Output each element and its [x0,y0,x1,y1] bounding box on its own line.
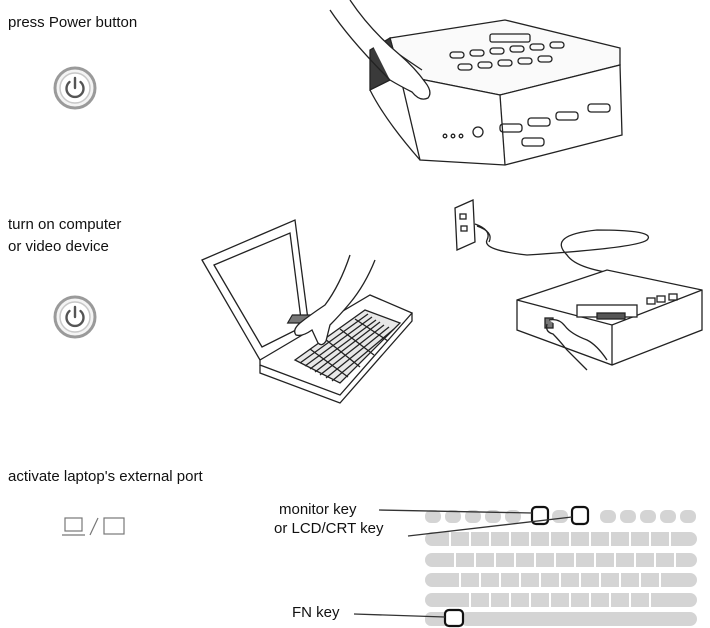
laptop-monitor-icon [62,515,128,539]
video-device-illustration [447,199,707,371]
keyboard-illustration [360,500,705,628]
power-button-icon [53,66,97,110]
projector-illustration [329,0,630,166]
step-2-label-line-2: or video device [8,238,109,255]
monitor-key-label: monitor key [279,501,357,518]
step-3-label: activate laptop's external port [8,468,203,485]
fn-key-label: FN key [292,604,340,621]
step-2-label-line-1: turn on computer [8,216,122,233]
laptop-illustration [200,215,415,405]
power-button-icon [53,295,97,339]
lcd-crt-key-label: or LCD/CRT key [274,520,384,537]
step-1-label: press Power button [8,14,138,31]
step-2-label: turn on computer or video device [8,214,121,258]
